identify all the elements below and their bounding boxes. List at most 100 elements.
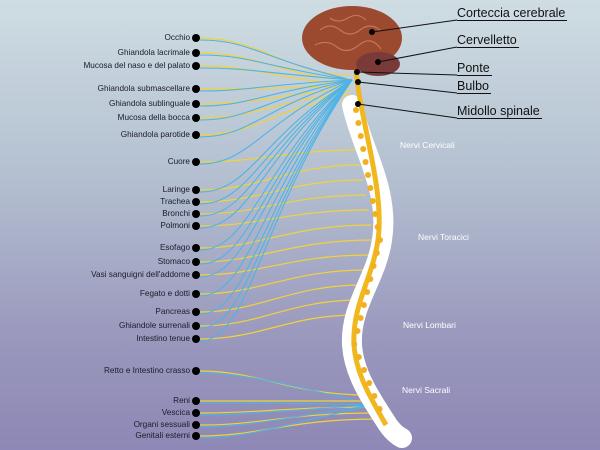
brain-part-label: Corteccia cerebrale: [457, 6, 568, 21]
organ-label: Genitali esterni: [135, 431, 190, 440]
brain-part-label: Midollo spinale: [457, 104, 542, 119]
organ-dot: [192, 335, 200, 343]
parasympathetic-nerve: [199, 79, 353, 193]
spinal-ganglion: [355, 354, 362, 360]
organ-label: Vescica: [161, 408, 190, 417]
spinal-ganglion: [357, 133, 364, 139]
sympathetic-nerve: [199, 37, 351, 76]
parasympathetic-nerve: [199, 79, 353, 329]
organ-label: Pancreas: [155, 307, 190, 316]
organ-dot: [192, 271, 200, 279]
sympathetic-nerve: [199, 418, 378, 437]
organ-dot: [192, 114, 200, 122]
parasympathetic-nerve: [199, 39, 353, 81]
parasympathetic-nerve: [199, 79, 353, 217]
sympathetic-nerve: [199, 412, 376, 426]
spinal-ganglion: [360, 302, 367, 308]
spinal-ganglion: [369, 198, 376, 204]
organ-label: Trachea: [160, 197, 190, 206]
organ-label: Laringe: [162, 185, 190, 194]
parasympathetic-nerve: [199, 372, 375, 406]
organ-dot: [192, 290, 200, 298]
spinal-ganglion: [360, 146, 367, 152]
organ-dot: [192, 322, 200, 330]
pointer-line: [377, 46, 458, 63]
organ-dot: [192, 158, 200, 166]
pointer-line: [356, 71, 458, 76]
sympathetic-nerve: [199, 239, 375, 263]
organ-dot: [192, 186, 200, 194]
organ-dot: [192, 432, 200, 440]
brain: [302, 6, 402, 76]
organ-label: Intestino tenue: [136, 334, 190, 343]
spinal-ganglion: [364, 289, 371, 295]
organ-label: Ghiandole surrenali: [118, 321, 190, 330]
organ-label: Mucosa del naso e del palato: [83, 61, 190, 70]
spinal-ganglion: [354, 328, 361, 334]
organ-dot: [192, 421, 200, 429]
organ-dot: [192, 397, 200, 405]
organ-dot: [192, 34, 200, 42]
spinal-ganglion: [351, 341, 358, 347]
organ-label: Ghiandola parotide: [120, 130, 190, 139]
organ-label: Mucosa della bocca: [117, 113, 190, 122]
organ-dot: [192, 198, 200, 206]
nerve-group-label: Nervi Toracici: [418, 232, 469, 242]
parasympathetic-nerve: [199, 79, 353, 229]
sympathetic-nerve: [199, 299, 360, 327]
organ-label: Organi sessuali: [133, 420, 190, 429]
parasympathetic-nerve: [199, 79, 353, 265]
organ-label: Occhio: [164, 33, 190, 42]
sympathetic-nerve: [199, 284, 363, 313]
parasympathetic-nerve: [199, 79, 353, 251]
nerve-group-label: Nervi Sacrali: [402, 385, 451, 395]
parasympathetic-nerve: [199, 79, 353, 297]
organ-dot: [192, 409, 200, 417]
parasympathetic-nerve: [199, 79, 353, 205]
spinal-ganglion: [373, 250, 380, 256]
parasympathetic-nerve: [199, 79, 353, 121]
parasympathetic-nerve: [199, 79, 353, 342]
organ-label: Fegato e dotti: [139, 289, 190, 298]
nerve-group-label: Nervi Lombari: [403, 320, 456, 330]
parasympathetic-nerve: [199, 404, 375, 416]
organ-dot: [192, 222, 200, 230]
sympathetic-nerve: [199, 254, 371, 276]
parasympathetic-nerve: [199, 402, 375, 406]
spinal-ganglion: [355, 120, 362, 126]
pointer-line: [371, 19, 458, 33]
sympathetic-nerve: [199, 269, 367, 295]
organ-dot: [192, 49, 200, 57]
parasympathetic-nerve: [199, 79, 353, 165]
pointer-line: [357, 103, 458, 119]
parasympathetic-nerve: [199, 79, 353, 315]
sympathetic-nerve: [199, 194, 366, 215]
organ-label: Ghiandola sublinguale: [108, 99, 190, 108]
spinal-ganglia: [351, 107, 383, 412]
spinal-ganglion: [371, 393, 378, 399]
organ-dot: [192, 62, 200, 70]
spinal-ganglion: [362, 159, 369, 165]
organ-label: Esofago: [159, 243, 190, 252]
spinal-ganglion: [366, 380, 373, 386]
spinal-cord: [351, 69, 389, 427]
spinal-ganglion: [374, 224, 381, 230]
organ-dot: [192, 100, 200, 108]
brain-part-label: Cervelletto: [457, 33, 519, 48]
spinal-ganglion: [361, 367, 367, 373]
sympathetic-nerve: [199, 179, 363, 203]
nerve-lines: [192, 34, 378, 440]
spinal-ganglion: [367, 276, 374, 282]
parasympathetic-nerve: [199, 54, 353, 81]
organ-label: Ghiandola lacrimale: [117, 48, 190, 57]
pointer-line: [357, 81, 458, 94]
spinal-ganglion: [367, 185, 374, 191]
sympathetic-nerve: [199, 314, 356, 340]
brain-part-label: Bulbo: [457, 79, 491, 94]
organ-label: Retto e Intestino crasso: [103, 366, 190, 375]
parasympathetic-nerve: [199, 404, 375, 428]
organ-dot: [192, 131, 200, 139]
parasympathetic-nerve: [199, 79, 353, 92]
spinal-ganglion: [376, 406, 383, 412]
organ-label: Ghiandola submascellare: [97, 84, 190, 93]
